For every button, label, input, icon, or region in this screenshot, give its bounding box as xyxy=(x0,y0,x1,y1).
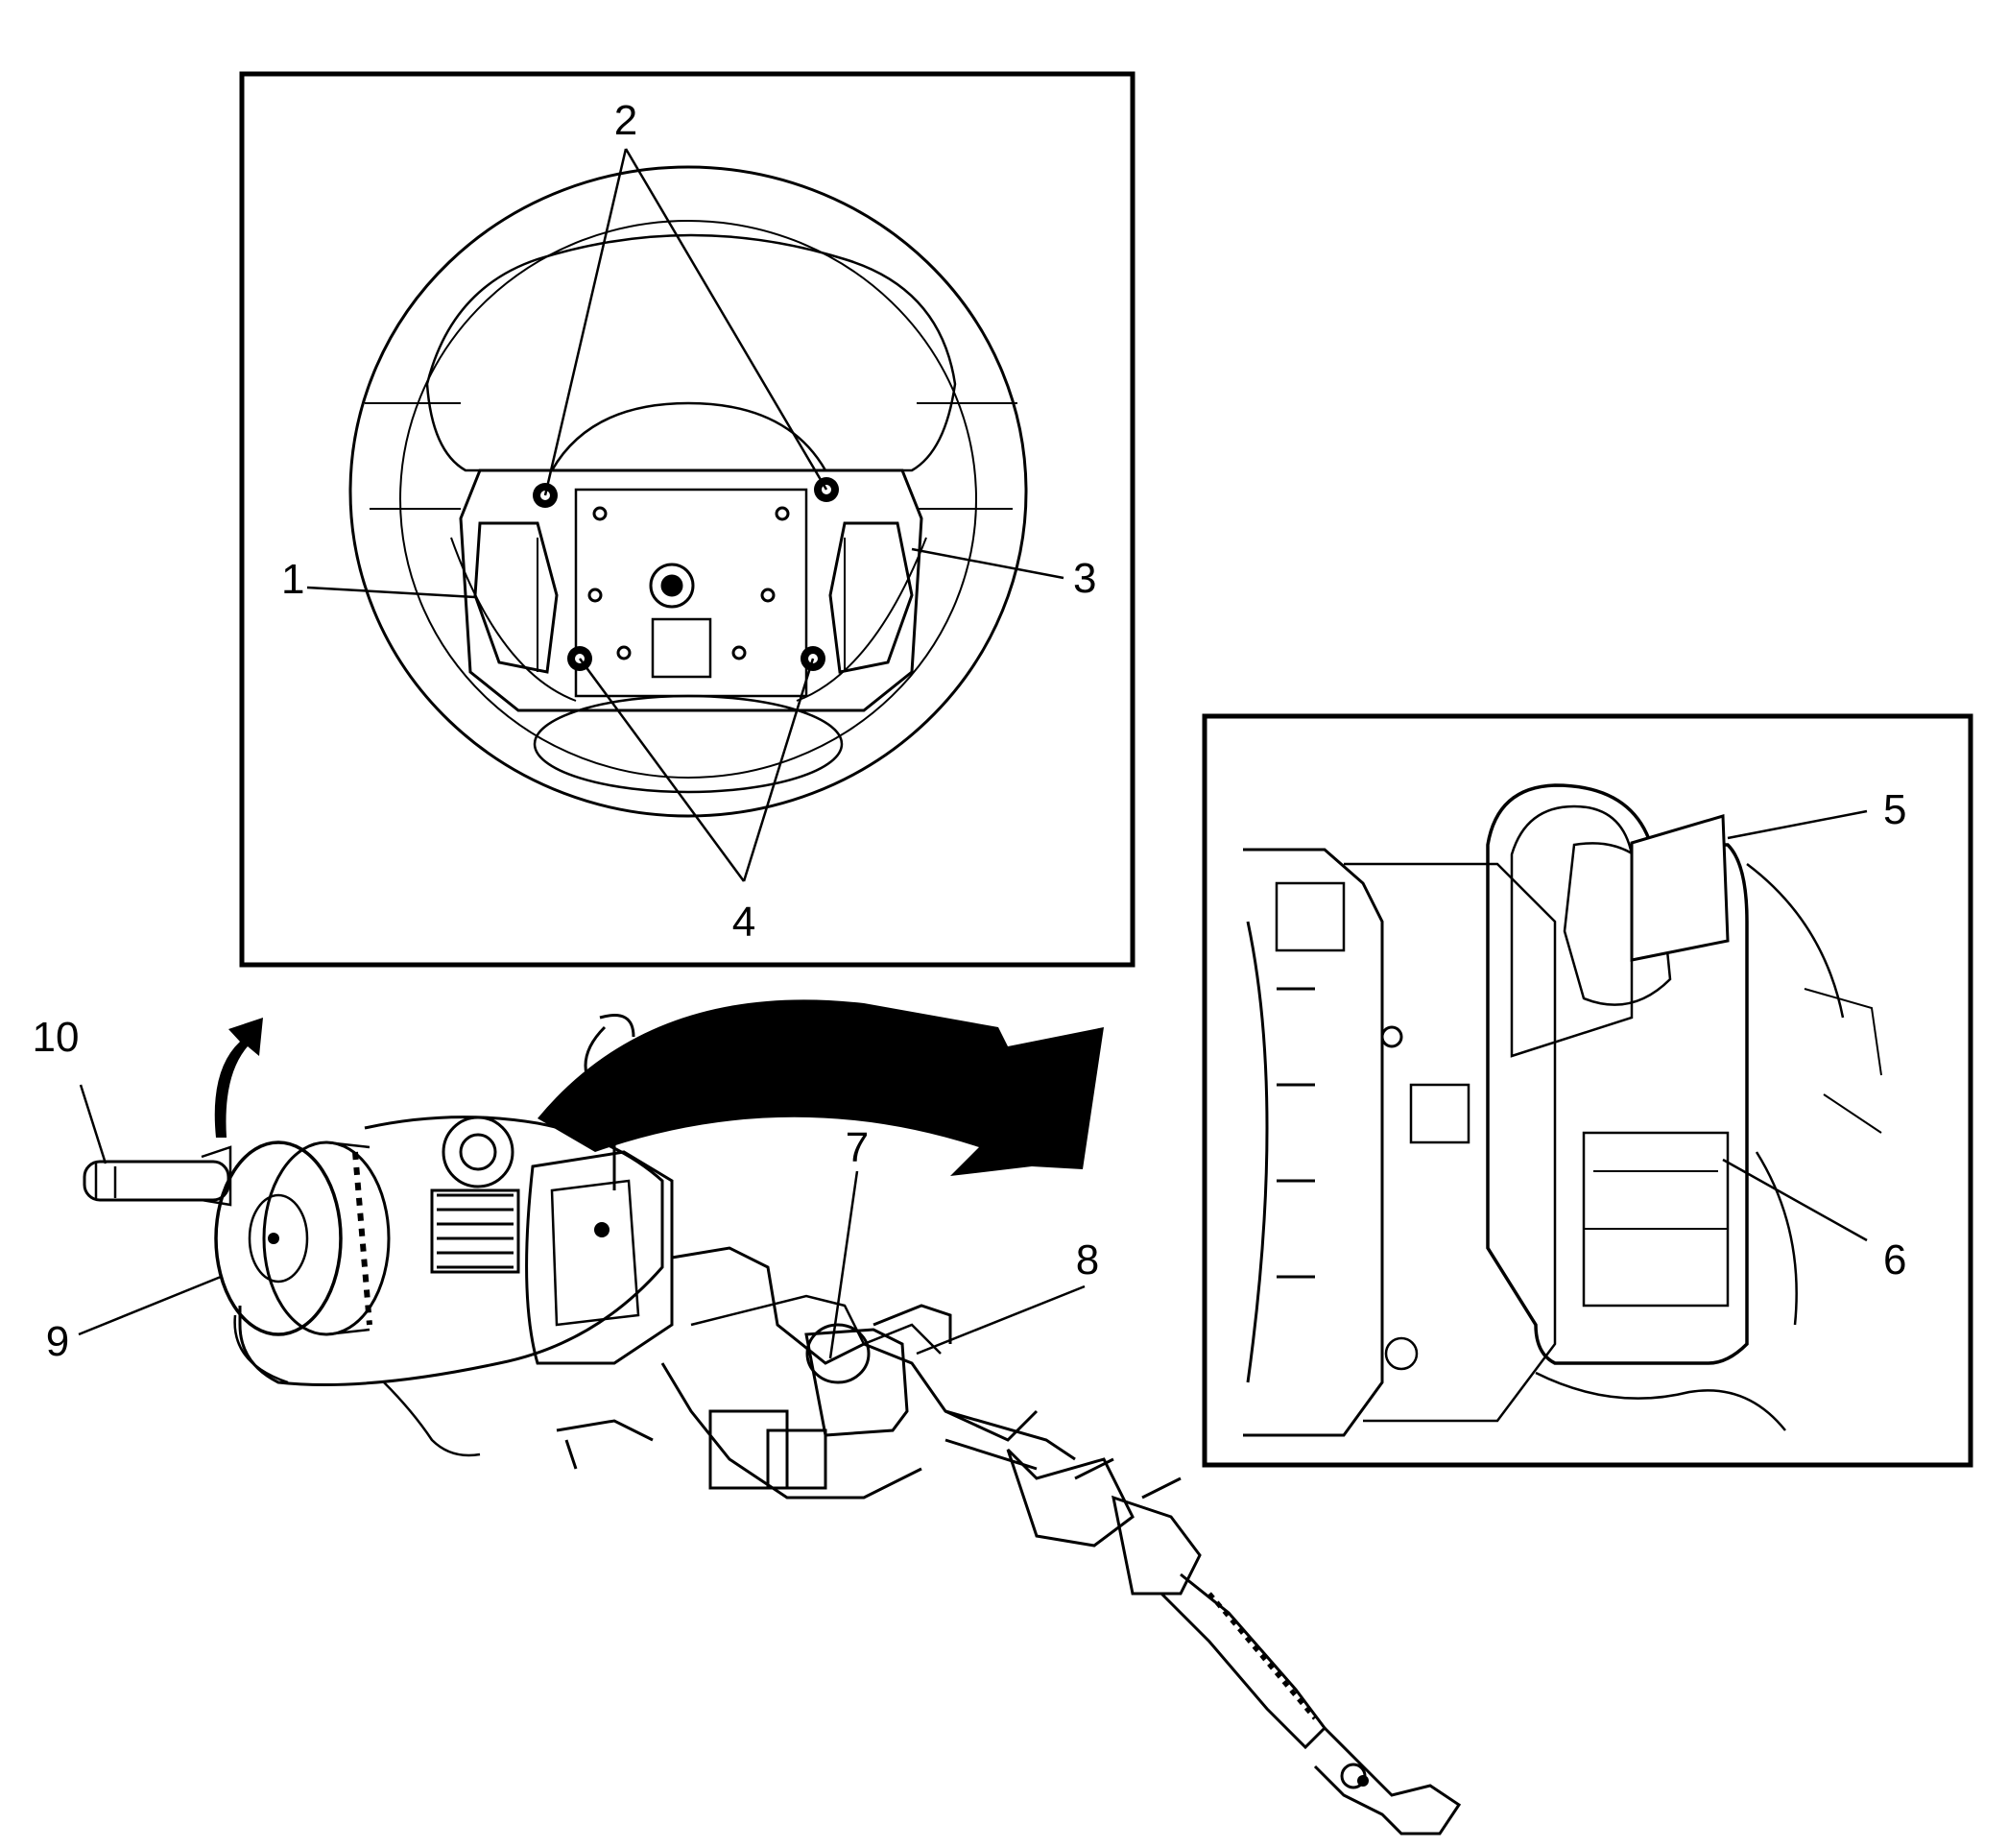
callout-10: 10 xyxy=(33,1014,80,1061)
callout-1: 1 xyxy=(281,556,304,603)
callout-8: 8 xyxy=(1076,1236,1099,1284)
callout-4: 4 xyxy=(732,899,755,946)
steering-wheel-illustration xyxy=(348,165,1028,818)
callout-3: 3 xyxy=(1073,555,1096,602)
callout-2: 2 xyxy=(614,97,637,144)
steering-column-assembly xyxy=(83,999,1462,1836)
callout-6: 6 xyxy=(1883,1236,1906,1284)
callout-9: 9 xyxy=(46,1318,69,1365)
rotate-arrow-large xyxy=(538,999,1104,1176)
rotate-arrow-small xyxy=(214,1018,263,1138)
callout-5: 5 xyxy=(1883,786,1906,833)
clock-spring-illustration xyxy=(1243,783,1882,1437)
bolt-markers xyxy=(533,477,839,671)
callout-labels: 1 2 3 4 5 6 7 8 9 10 xyxy=(33,97,1907,1365)
callout-7: 7 xyxy=(846,1124,869,1171)
steering-wheel-detail-panel xyxy=(239,71,1135,968)
clock-spring-detail-panel xyxy=(1202,713,1973,1468)
leader-lines xyxy=(78,148,1868,1359)
